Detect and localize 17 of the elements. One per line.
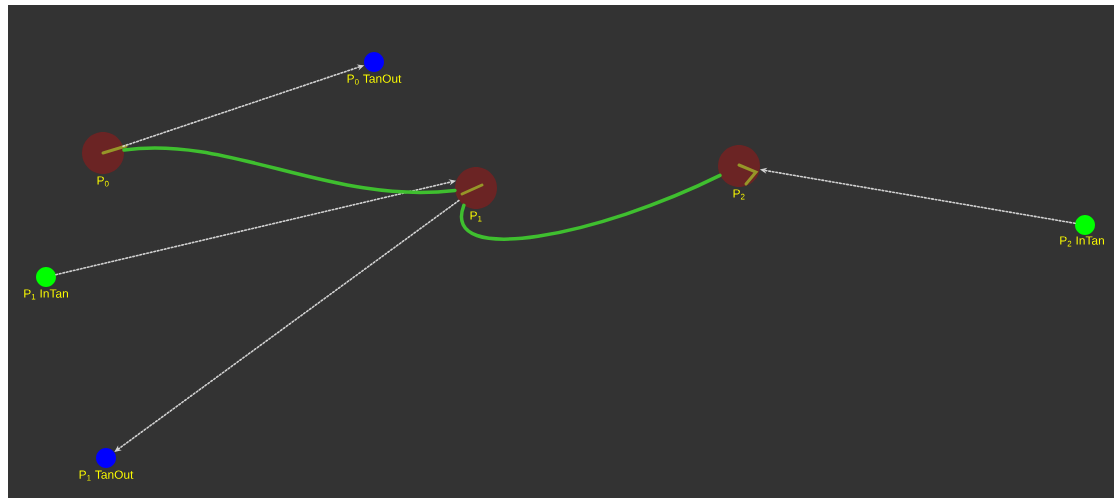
node-label: P$_{0}$ — [97, 176, 109, 187]
node-label: P$_{1}$ TanOut — [79, 470, 134, 481]
curve-segment — [459, 173, 722, 241]
tangent-point: P$_{1}$ TanOut — [79, 448, 134, 481]
tangent-arrow — [114, 199, 460, 452]
tangent-point: P$_{0}$ TanOut — [347, 52, 402, 85]
curve-segment — [122, 146, 457, 195]
tangent-point: P$_{2}$ InTan — [1060, 215, 1104, 247]
node-label: P$_{1}$ — [470, 211, 482, 222]
control-point: P$_{1}$ — [455, 167, 497, 222]
tangent-point: P$_{1}$ InTan — [24, 267, 68, 300]
node-label: P$_{0}$ TanOut — [347, 74, 402, 85]
control-point: P$_{2}$ — [718, 145, 760, 200]
node-label: P$_{1}$ InTan — [24, 289, 68, 300]
control-point: P$_{0}$ — [82, 132, 124, 187]
node-label: P$_{2}$ — [733, 189, 745, 200]
node-label: P$_{2}$ InTan — [1060, 236, 1104, 247]
